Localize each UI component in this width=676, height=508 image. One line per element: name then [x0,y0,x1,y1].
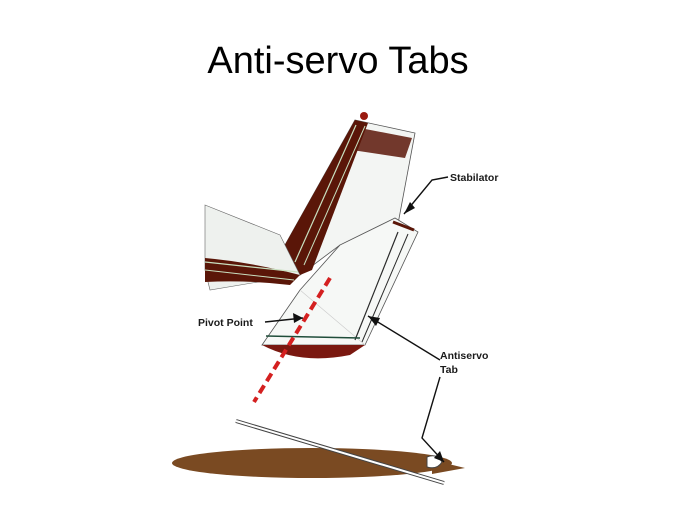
leader-lines [264,176,449,463]
fuselage-tail [204,204,301,291]
stabilator-surface [261,217,419,359]
airfoil-cross-section [172,419,465,485]
pivot-axis-line [252,276,332,404]
slide-title: Anti-servo Tabs [207,40,469,82]
label-tab: Tab [440,364,458,376]
label-pivot-point: Pivot Point [198,317,253,329]
label-antiservo: Antiservo [440,350,488,362]
label-stabilator: Stabilator [450,172,498,184]
